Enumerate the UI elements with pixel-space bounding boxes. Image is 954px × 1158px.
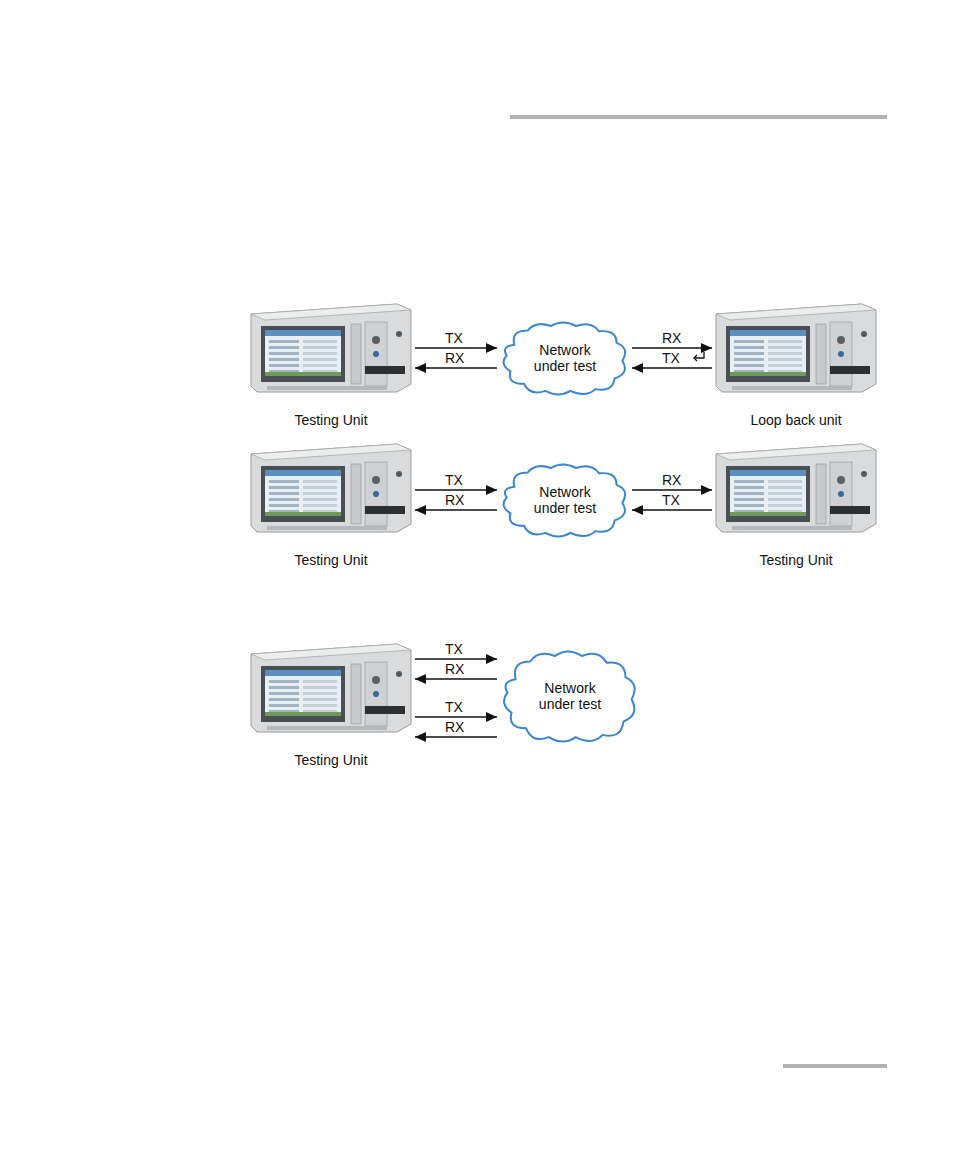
signal-name: RX [445,719,464,735]
test-instrument [712,440,880,535]
cloud-label: Network under test [523,342,607,374]
cloud-label: Network under test [523,484,607,516]
instrument-node: Testing Unit [247,440,415,572]
signal-name: TX [662,492,680,508]
unit-caption: Testing Unit [712,552,880,568]
instrument-node: Loop back unit [712,300,880,432]
network-cloud: Network under test [497,318,632,398]
signal-name: TX [445,641,463,657]
footer-rule [783,1064,887,1068]
instrument-node: Testing Unit [247,640,415,772]
signal-name: TX [445,699,463,715]
header-rule [510,115,887,119]
signal-name: RX [662,472,681,488]
signal-name: RX [662,330,681,346]
unit-caption: Testing Unit [247,412,415,428]
loopback-symbol [694,352,704,361]
unit-caption: Testing Unit [247,552,415,568]
signal-name: RX [445,492,464,508]
network-cloud: Network under test [497,460,632,540]
test-instrument [247,300,415,395]
signal-name: RX [445,350,464,366]
network-cloud: Network under test [497,646,642,746]
test-instrument [247,640,415,735]
cloud-label: Network under test [528,680,612,712]
instrument-node: Testing Unit [247,300,415,432]
signal-name: TX [445,472,463,488]
instrument-node: Testing Unit [712,440,880,572]
signal-name: RX [445,661,464,677]
test-instrument [247,440,415,535]
test-instrument [712,300,880,395]
signal-name: TX [445,330,463,346]
signal-name: TX [662,350,680,366]
unit-caption: Testing Unit [247,752,415,768]
unit-caption: Loop back unit [712,412,880,428]
